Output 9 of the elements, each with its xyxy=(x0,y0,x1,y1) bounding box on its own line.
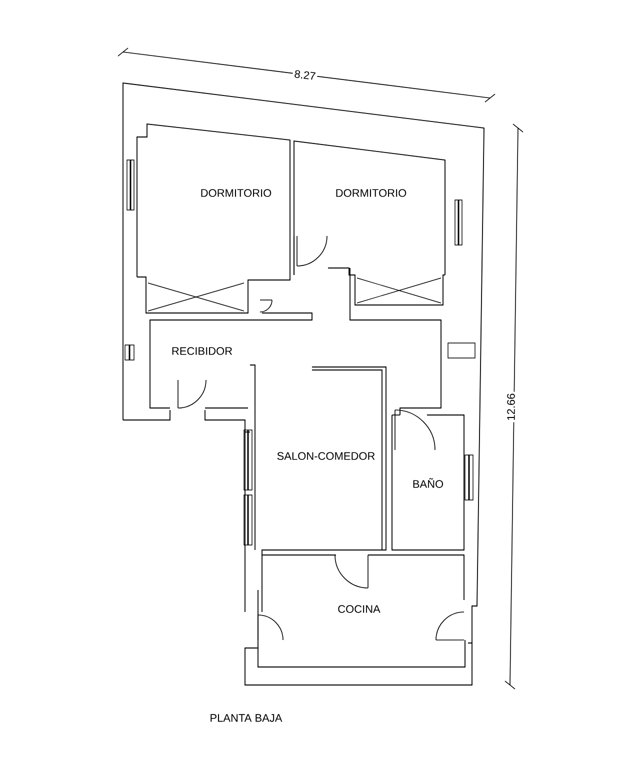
room-label: SALON-COMEDOR xyxy=(277,452,375,460)
caption: PLANTA BAJA xyxy=(210,714,282,722)
room-label: RECIBIDOR xyxy=(172,347,232,355)
dimension-text: 12.66 xyxy=(506,392,516,422)
room-label: DORMITORIO xyxy=(201,189,272,197)
room-label: BAÑO xyxy=(413,478,444,488)
room-label: DORMITORIO xyxy=(336,189,406,197)
dimension-text: 8.27 xyxy=(292,68,318,82)
room-label: COCINA xyxy=(338,605,380,613)
